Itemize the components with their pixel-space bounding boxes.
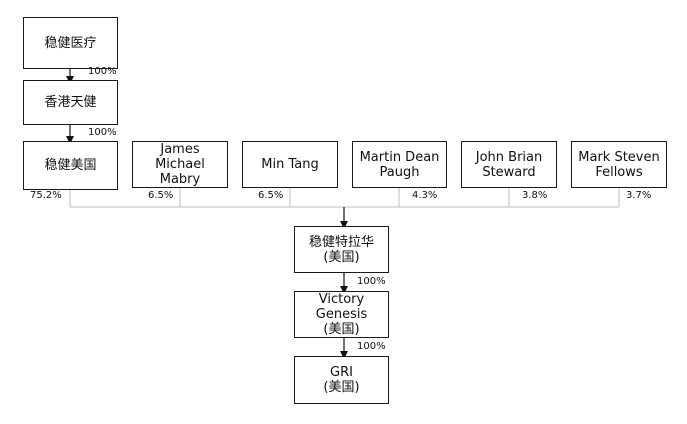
node-min-tang: Min Tang — [242, 141, 338, 188]
node-john-brian-steward: John Brian Steward — [461, 141, 557, 188]
node-wenjian-telahua: 稳健特拉华 (美国) — [294, 226, 389, 273]
node-gri: GRI (美国) — [294, 356, 389, 404]
node-james-michael-mabry: James Michael Mabry — [132, 141, 228, 188]
pct-hk-to-us: 100% — [88, 127, 117, 138]
node-hk-tianjian: 香港天健 — [23, 80, 118, 125]
pct-wenjian-us: 75.2% — [30, 190, 62, 201]
node-wenjian-medical: 稳健医疗 — [23, 17, 118, 69]
pct-victory-to-gri: 100% — [357, 341, 386, 352]
pct-telahua-to-victory: 100% — [357, 276, 386, 287]
node-martin-dean-paugh: Martin Dean Paugh — [352, 141, 447, 188]
pct-mark: 3.7% — [626, 190, 652, 201]
pct-martin: 4.3% — [412, 190, 438, 201]
node-victory-genesis: Victory Genesis (美国) — [294, 291, 389, 338]
pct-john: 3.8% — [522, 190, 548, 201]
pct-james: 6.5% — [148, 190, 174, 201]
pct-min-tang: 6.5% — [258, 190, 284, 201]
pct-medical-to-hk: 100% — [88, 66, 117, 77]
node-mark-steven-fellows: Mark Steven Fellows — [571, 141, 667, 188]
node-wenjian-us: 稳健美国 — [23, 141, 118, 190]
